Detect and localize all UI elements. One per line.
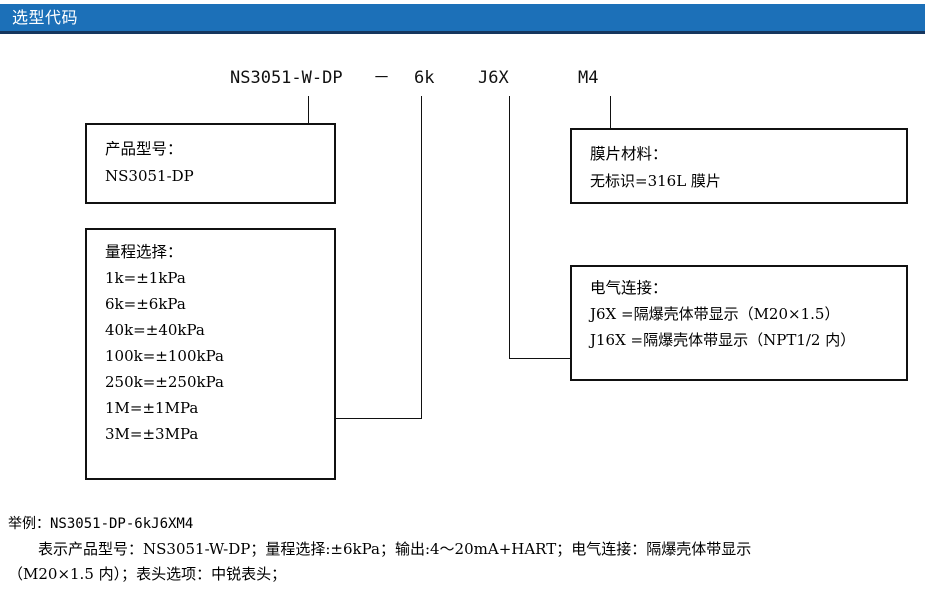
connector-range-vertical [421,96,422,419]
range-option-6k: 6k=±6kPa [105,295,186,313]
box-electrical-connection-title: 电气连接： [590,279,668,297]
code-segment-dash: － [373,68,390,88]
connector-range-horizontal [336,418,422,419]
box-range-selection: 量程选择： 1k=±1kPa 6k=±6kPa 40k=±40kPa 100k=… [85,228,336,480]
box-product-model-title: 产品型号： [105,140,183,158]
section-header-bar: 选型代码 [0,4,925,34]
box-product-model-line-0: NS3051-DP [105,167,194,185]
range-option-1k: 1k=±1kPa [105,269,186,287]
range-option-250k: 250k=±250kPa [105,373,224,391]
example-section: 举例：NS3051-DP-6kJ6XM4 表示产品型号：NS3051-W-DP；… [8,512,923,587]
box-product-model-content: 产品型号： NS3051-DP [87,125,334,190]
box-product-model: 产品型号： NS3051-DP [85,123,336,204]
code-segment-electrical: J6X [478,68,509,88]
box-diaphragm-material-title: 膜片材料： [590,145,668,163]
box-electrical-connection: 电气连接： J6X =隔爆壳体带显示（M20×1.5） J16X =隔爆壳体带显… [570,265,908,381]
range-option-40k: 40k=±40kPa [105,321,205,339]
diaphragm-option-default: 无标识=316L 膜片 [590,172,721,190]
box-range-selection-content: 量程选择： 1k=±1kPa 6k=±6kPa 40k=±40kPa 100k=… [87,230,334,447]
connector-model [308,96,309,123]
page-title: 选型代码 [12,8,79,27]
box-range-selection-title: 量程选择： [105,243,183,261]
range-option-1m: 1M=±1MPa [105,399,199,417]
electrical-option-j6x: J6X =隔爆壳体带显示（M20×1.5） [590,305,840,323]
box-electrical-connection-content: 电气连接： J6X =隔爆壳体带显示（M20×1.5） J16X =隔爆壳体带显… [572,267,906,353]
example-line-2: 表示产品型号：NS3051-W-DP；量程选择:±6kPa；输出:4～20mA+… [38,540,752,558]
box-diaphragm-material-content: 膜片材料： 无标识=316L 膜片 [572,130,906,195]
code-segment-range: 6k [414,68,435,88]
connector-electrical-vertical [509,96,510,359]
range-option-3m: 3M=±3MPa [105,425,199,443]
connector-electrical-horizontal [509,358,571,359]
electrical-option-j16x: J16X =隔爆壳体带显示（NPT1/2 内） [590,331,856,349]
example-line-3: （M20×1.5 内）；表头选项：中锐表头； [8,565,287,583]
connector-diaphragm [610,96,611,128]
code-segment-diaphragm: M4 [578,68,599,88]
range-option-100k: 100k=±100kPa [105,347,224,365]
example-line-1: 举例：NS3051-DP-6kJ6XM4 [8,516,194,532]
box-diaphragm-material: 膜片材料： 无标识=316L 膜片 [570,128,908,204]
code-segment-model: NS3051-W-DP [230,68,343,88]
